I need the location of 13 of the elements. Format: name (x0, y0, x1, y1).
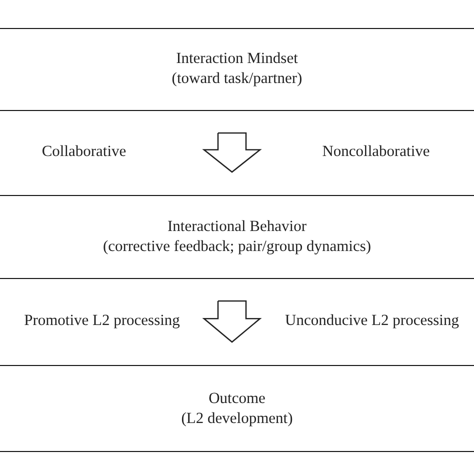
option-text: Promotive L2 processing (23, 310, 181, 330)
option-text: Unconducive L2 processing (284, 310, 460, 330)
band (0, 365, 474, 452)
hollow-arrow (202, 300, 262, 343)
hollow-arrow (202, 132, 262, 173)
option-text: Collaborative (40, 142, 128, 162)
subheading-text: (toward task/partner) (170, 69, 304, 89)
heading-text: Interactional Behavior (166, 216, 308, 236)
subheading-text: (corrective feedback; pair/group dynamics) (102, 236, 372, 256)
subheading-text: (L2 development) (180, 408, 294, 428)
option-text: Noncollaborative (321, 142, 431, 162)
heading-text: Outcome (208, 388, 266, 408)
heading-text: Interaction Mindset (175, 49, 299, 69)
